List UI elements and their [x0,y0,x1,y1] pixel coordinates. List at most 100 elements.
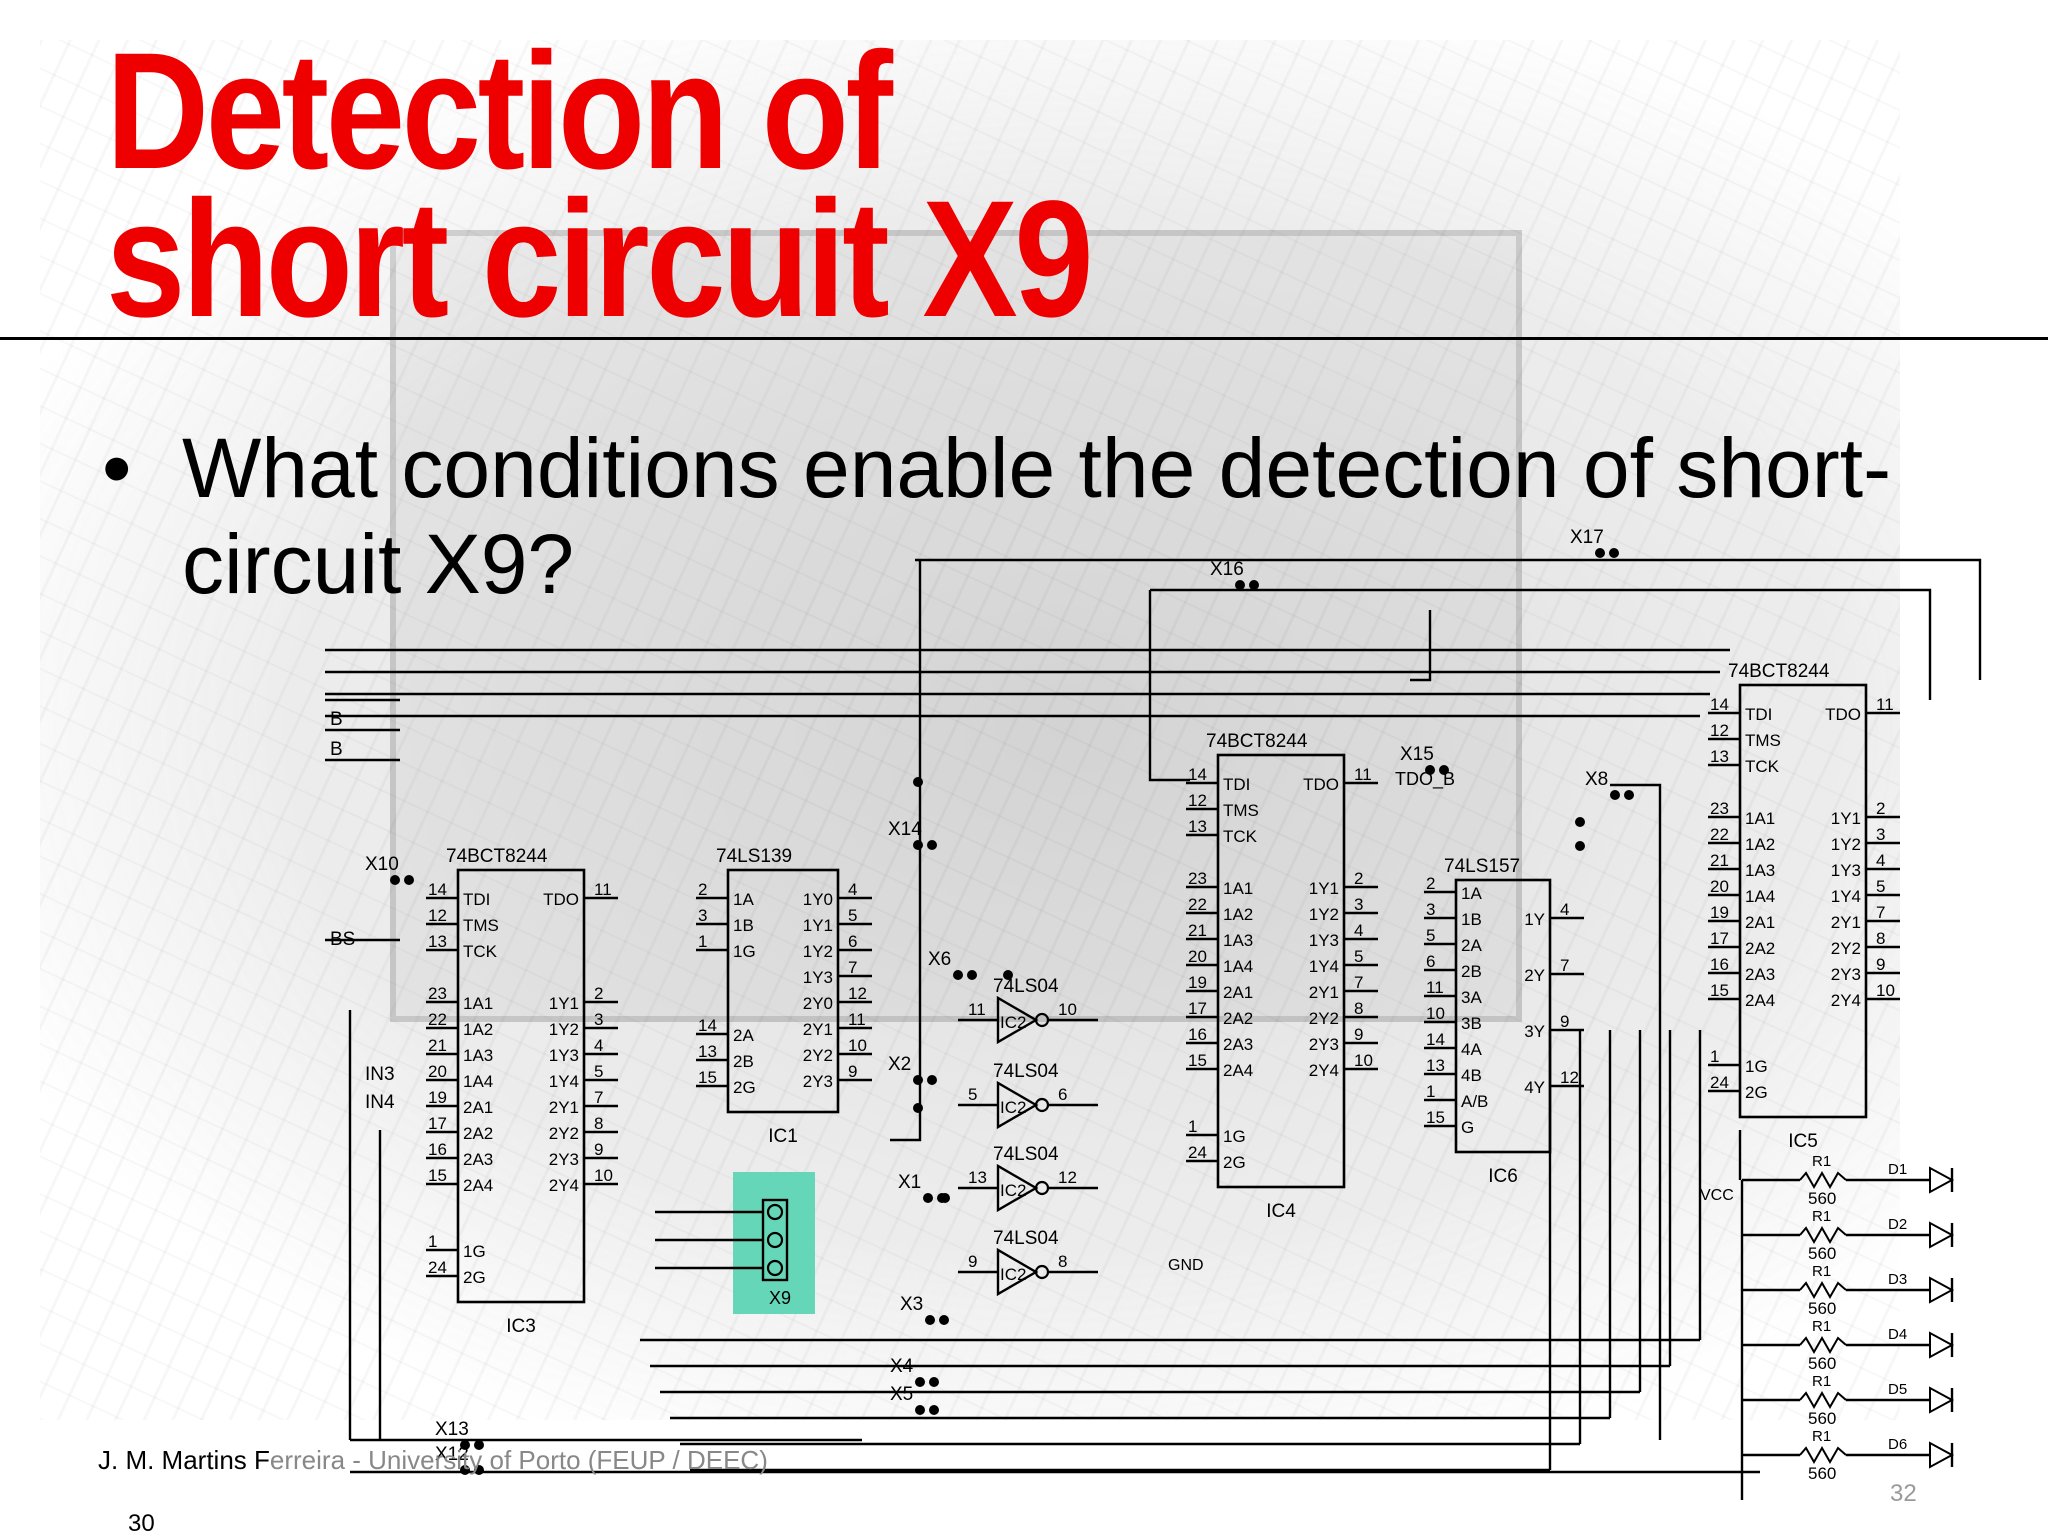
x17-net [915,558,1982,680]
ic6-part-label: 74LS157 [1444,856,1520,877]
ic4-pin-number: 12 [1188,791,1207,810]
signal-label: IN4 [365,1092,395,1113]
led-label: D1 [1888,1161,1907,1178]
resistor-value: 560 [1808,1464,1836,1483]
ic3-part-label: 74BCT8244 [446,846,548,867]
led-label: D6 [1888,1436,1907,1453]
jumper-contact [460,1440,470,1450]
ic5-pin-number: 23 [1710,799,1729,818]
ic6-pin-name: 1A [1461,884,1482,903]
jumper-contact [1235,580,1245,590]
ic4-pin-name: TMS [1223,801,1259,820]
ic3-pin-name: 1Y1 [549,994,579,1013]
ic3-pin-name: 2Y3 [549,1150,579,1169]
ic4-pin-name: 2Y4 [1309,1061,1339,1080]
ic1-pin-name: 1Y0 [803,890,833,909]
signal-label: B [330,709,343,730]
ic5-pin-number: 14 [1710,695,1729,714]
ic4-pin-name: 1A3 [1223,931,1253,950]
jumper-contact [915,1405,925,1415]
x9-pin [766,1231,784,1249]
ic5-pin-number: 9 [1876,955,1885,974]
tdo-b-net [1410,610,1432,682]
inverter-part-label: 74LS04 [993,1144,1059,1165]
resistor-value: 560 [1808,1299,1836,1318]
page-number: 30 [128,1510,155,1537]
ic5-pin-name: TDO [1825,705,1861,724]
ic4-pin-number: 24 [1188,1143,1207,1162]
ic1-pin-name: 2Y1 [803,1020,833,1039]
resistor-value: 560 [1808,1189,1836,1208]
ic5-pin-name: 2A4 [1745,991,1775,1010]
ic4-pin-number: 7 [1354,973,1363,992]
ic1-pin-number: 7 [848,958,857,977]
ic1-pin-number: 2 [698,880,707,899]
ic5-pin-name: TCK [1745,757,1780,776]
led-symbol [1929,1441,1955,1469]
ic3-body [456,868,586,1304]
jumper-contact [1425,765,1435,775]
jumper-contact [967,970,977,980]
ic1-pin-number: 1 [698,932,707,951]
jumper-contact [927,1075,937,1085]
ic6-pin-name: 4B [1461,1066,1482,1085]
jumper-contact [1439,765,1449,775]
ic4-pin-name: TCK [1223,827,1258,846]
inverter-part-label: 74LS04 [993,1228,1059,1249]
ic3-pin-number: 8 [594,1114,603,1133]
ic3-pin-name: TCK [463,942,498,961]
ic1-pin-name: 2Y2 [803,1046,833,1065]
signal-label: BS [330,929,355,950]
ic5-pin-name: 1Y4 [1831,887,1861,906]
ic5-pin-name: 1A3 [1745,861,1775,880]
ic4-pin-number: 1 [1188,1117,1197,1136]
ic4-pin-number: 11 [1354,765,1372,784]
ic1-pin-number: 12 [848,984,867,1003]
bullet-icon: • [102,421,132,515]
ic1-pin-name: 2Y3 [803,1072,833,1091]
jumper-contact [1609,548,1619,558]
jumper-contact [939,1315,949,1325]
inverter-pin-number: 5 [968,1085,977,1104]
signal-label: IN3 [365,1064,395,1085]
slide-title: Detection of short circuit X9 [106,29,1094,343]
x8-net [1610,783,1662,1440]
ic5-pin-name: 2Y1 [1831,913,1861,932]
ic5-pin-number: 2 [1876,799,1885,818]
jumper-contact [927,840,937,850]
ic3-pin-number: 15 [428,1166,447,1185]
signal-label-gnd: GND [1168,1257,1204,1274]
ic6-pin-number: 3 [1426,900,1435,919]
resistor-value: 560 [1808,1354,1836,1373]
ic6-pin-name: 3A [1461,988,1482,1007]
ic3-pin-number: 13 [428,932,447,951]
ic3-pin-number: 7 [594,1088,603,1107]
inverter-part-label: 74LS04 [993,976,1059,997]
jumper-label: X3 [900,1294,923,1315]
inverter-pin-number: 8 [1058,1252,1067,1271]
ic5-pin-number: 10 [1876,981,1895,1000]
ic5-pin-number: 22 [1710,825,1729,844]
inverter-ref-label: IC2 [1000,1013,1026,1032]
junction-dot [1003,970,1013,980]
ic3-pin-name: 1Y2 [549,1020,579,1039]
ic5-pin-number: 15 [1710,981,1729,1000]
junction-dot [1575,817,1585,827]
ic4-pin-number: 14 [1188,765,1207,784]
ic6-pin-number: 6 [1426,952,1435,971]
x16-net [1148,590,1190,782]
ic4-pin-number: 13 [1188,817,1207,836]
ic6-pin-number: 11 [1426,978,1444,997]
junction-dot [913,1103,923,1113]
jumper-contact [915,1377,925,1387]
page-number-right: 32 [1890,1480,1917,1507]
ic5-pin-number: 24 [1710,1073,1729,1092]
ic1-pin-name: 1G [733,942,756,961]
resistor-ref: R1 [1812,1373,1831,1390]
resistor-symbol [1799,1335,1847,1355]
ic1-pin-name: 1Y1 [803,916,833,935]
ic3-pin-number: 24 [428,1258,447,1277]
signal-label-vcc: VCC [1700,1187,1734,1204]
jumper-label: X2 [888,1054,911,1075]
